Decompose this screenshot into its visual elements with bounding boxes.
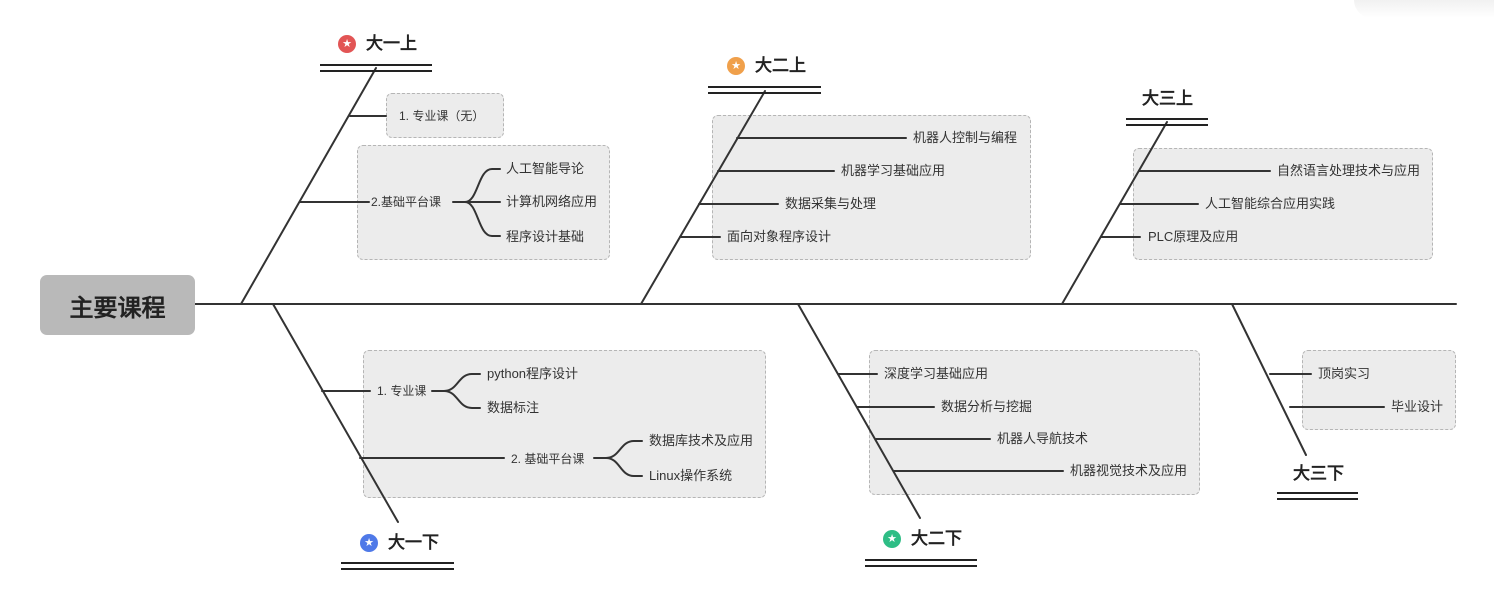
y1b-sub1-1[interactable]: python程序设计: [487, 366, 579, 381]
y2b-item-3[interactable]: 机器人导航技术: [997, 431, 1089, 446]
header-y1b-underline: [341, 562, 454, 570]
y2b-item-1[interactable]: 深度学习基础应用: [884, 366, 989, 381]
y3a-item-3[interactable]: PLC原理及应用: [1148, 229, 1239, 244]
y2a-item-3[interactable]: 数据采集与处理: [785, 196, 877, 211]
bone-y3b: [1231, 303, 1307, 456]
header-y3b[interactable]: 大三下: [1293, 463, 1344, 485]
header-y3b-label: 大三下: [1293, 464, 1344, 483]
header-y1b[interactable]: ★ 大一下: [360, 532, 439, 554]
bone-y1a: [240, 67, 377, 305]
box-y1b[interactable]: [363, 350, 766, 498]
box-y1a-major[interactable]: [386, 93, 504, 138]
header-y1a-underline: [320, 64, 432, 72]
bone-y3a: [1061, 121, 1168, 305]
y2a-item-2[interactable]: 机器学习基础应用: [841, 163, 946, 178]
main-topic[interactable]: 主要课程: [40, 275, 195, 335]
header-y3a[interactable]: 大三上: [1142, 88, 1193, 110]
y2b-item-2[interactable]: 数据分析与挖掘: [941, 399, 1033, 414]
header-y2b-label: 大二下: [911, 529, 962, 548]
y3b-item-1[interactable]: 顶岗实习: [1318, 366, 1371, 381]
y1b-item-1[interactable]: 1. 专业课: [377, 384, 427, 398]
star-badge-orange-icon: ★: [727, 57, 745, 75]
header-y2a-label: 大二上: [755, 56, 806, 75]
box-y2a[interactable]: [712, 115, 1031, 260]
y1a-item-2[interactable]: 2.基础平台课: [371, 195, 442, 209]
y1a-item-1[interactable]: 1. 专业课（无）: [399, 109, 485, 123]
y1b-sub2-2[interactable]: Linux操作系统: [649, 468, 733, 483]
y3a-item-1[interactable]: 自然语言处理技术与应用: [1277, 163, 1421, 178]
y1b-sub1-2[interactable]: 数据标注: [487, 400, 540, 415]
header-y2b[interactable]: ★ 大二下: [883, 528, 962, 550]
header-y2b-underline: [865, 559, 977, 567]
header-y3a-underline: [1126, 118, 1208, 126]
star-badge-blue-icon: ★: [360, 534, 378, 552]
y1a-sub-3[interactable]: 程序设计基础: [506, 229, 585, 244]
bone-y2b: [797, 303, 921, 519]
y3a-item-2[interactable]: 人工智能综合应用实践: [1205, 196, 1336, 211]
header-y1a-label: 大一上: [366, 34, 417, 53]
header-y1b-label: 大一下: [388, 533, 439, 552]
bone-y1b: [272, 303, 399, 523]
y2a-item-4[interactable]: 面向对象程序设计: [727, 229, 832, 244]
header-y2a[interactable]: ★ 大二上: [727, 55, 806, 77]
header-y3b-underline: [1277, 492, 1358, 500]
corner-shadow: [1354, 0, 1494, 18]
y1a-sub-2[interactable]: 计算机网络应用: [506, 194, 598, 209]
star-badge-green-icon: ★: [883, 530, 901, 548]
header-y2a-underline: [708, 86, 821, 94]
y2a-item-1[interactable]: 机器人控制与编程: [913, 130, 1018, 145]
y2b-item-4[interactable]: 机器视觉技术及应用: [1070, 463, 1188, 478]
header-y3a-label: 大三上: [1142, 89, 1193, 108]
y1b-item-2[interactable]: 2. 基础平台课: [511, 452, 585, 466]
y1b-sub2-1[interactable]: 数据库技术及应用: [649, 433, 754, 448]
bone-y2a: [640, 90, 766, 305]
y1a-sub-1[interactable]: 人工智能导论: [506, 161, 585, 176]
star-badge-red-icon: ★: [338, 35, 356, 53]
header-y1a[interactable]: ★ 大一上: [338, 33, 417, 55]
y3b-item-2[interactable]: 毕业设计: [1391, 399, 1444, 414]
box-y3b[interactable]: [1302, 350, 1456, 430]
